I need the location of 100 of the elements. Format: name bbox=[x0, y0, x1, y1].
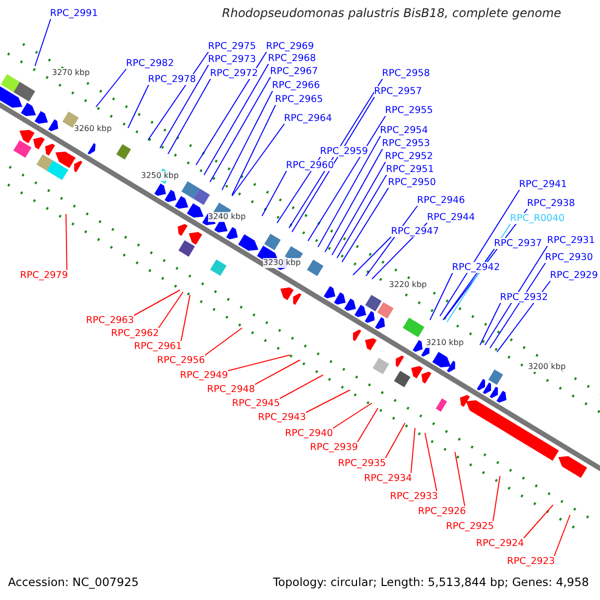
gene-label: RPC_2991 bbox=[50, 8, 98, 19]
leader-line bbox=[484, 244, 548, 346]
gene-label: RPC_2972 bbox=[210, 68, 258, 79]
leader-line bbox=[356, 408, 378, 444]
gene-label: RPC_2942 bbox=[452, 262, 500, 273]
leader-line bbox=[180, 294, 190, 342]
gene-label: RPC_2926 bbox=[418, 506, 466, 517]
leader-line bbox=[384, 422, 406, 460]
gene-label: RPC_2962 bbox=[111, 328, 159, 339]
gene-label: RPC_2950 bbox=[388, 177, 436, 188]
gene-label: RPC_2959 bbox=[320, 146, 368, 157]
gene-label: RPC_2955 bbox=[385, 105, 433, 116]
leader-line bbox=[553, 514, 570, 558]
scale-label: 3260 kbp bbox=[74, 124, 112, 134]
gene-label: RPC_2923 bbox=[507, 556, 555, 567]
gene-label: RPC_2973 bbox=[208, 54, 256, 65]
gene-label: RPC_2932 bbox=[500, 292, 548, 303]
gene-label: RPC_2956 bbox=[157, 355, 205, 366]
leader-line bbox=[168, 78, 212, 154]
leader-line bbox=[253, 360, 300, 386]
gene-label: RPC_2933 bbox=[390, 491, 438, 502]
leader-line bbox=[232, 104, 276, 196]
gene-label: RPC_2968 bbox=[268, 53, 316, 64]
leader-line bbox=[157, 292, 184, 330]
leader-line bbox=[480, 302, 502, 346]
scale-label: 3240 kbp bbox=[208, 212, 246, 222]
gene-label: RPC_2949 bbox=[180, 370, 228, 381]
leader-line bbox=[278, 374, 324, 400]
scale-label: 3270 kbp bbox=[52, 68, 90, 78]
leader-line bbox=[204, 62, 270, 176]
leader-line bbox=[424, 432, 438, 492]
gene-label: RPC_2924 bbox=[476, 538, 524, 549]
leader-line bbox=[226, 354, 290, 372]
leader-line bbox=[132, 290, 180, 316]
leader-line bbox=[262, 170, 288, 216]
title: Rhodopseudomonas palustris BisB18, complete genome bbox=[222, 6, 562, 21]
footer-text: Topology: circular; Length: 5,513,844 bp; Genes: 4,958 bbox=[273, 575, 589, 589]
gene-label: RPC_2940 bbox=[285, 428, 333, 439]
gene-label: RPC_2967 bbox=[270, 66, 318, 77]
footer-text: Accession: NC_007925 bbox=[8, 575, 139, 589]
gene-label: RPC_2975 bbox=[208, 41, 256, 52]
gene-label: RPC_2948 bbox=[207, 384, 255, 395]
leader-line bbox=[148, 50, 210, 140]
gene-label: RPC_2938 bbox=[527, 198, 575, 209]
gene-label: RPC_2939 bbox=[310, 442, 358, 453]
gene-label: RPC_2945 bbox=[232, 398, 280, 409]
leader-line bbox=[292, 96, 376, 232]
gene-label: RPC_2947 bbox=[391, 226, 439, 237]
leader-line bbox=[308, 114, 386, 242]
leader-line bbox=[34, 18, 52, 66]
gene-label: RPC_2934 bbox=[364, 473, 412, 484]
gene-label: RPC_2964 bbox=[284, 113, 332, 124]
gene-label: RPC_2951 bbox=[386, 164, 434, 175]
leader-line bbox=[196, 50, 268, 166]
gene-label: RPC_2941 bbox=[519, 179, 567, 190]
gene-label: RPC_2952 bbox=[385, 151, 433, 162]
leader-line bbox=[440, 188, 520, 316]
leader-line bbox=[66, 214, 68, 272]
scale-label: 3220 kbp bbox=[389, 280, 427, 290]
leader-line bbox=[454, 452, 466, 508]
gene-label: RPC_R0040 bbox=[510, 213, 564, 224]
leader-line bbox=[222, 90, 274, 190]
scale-label: 3230 kbp bbox=[263, 258, 301, 268]
gene-label: RPC_2935 bbox=[338, 458, 386, 469]
gene-label: RPC_2937 bbox=[494, 238, 542, 249]
leader-line bbox=[336, 174, 388, 258]
gene-label: RPC_2944 bbox=[427, 212, 475, 223]
leader-line bbox=[410, 428, 416, 474]
gene-label: RPC_2931 bbox=[547, 235, 595, 246]
gene-label: RPC_2963 bbox=[86, 315, 134, 326]
gene-label: RPC_2982 bbox=[126, 58, 174, 69]
leader-line bbox=[210, 76, 272, 182]
gene-label: RPC_2978 bbox=[148, 74, 196, 85]
leader-line bbox=[318, 134, 382, 248]
leader-line bbox=[324, 148, 384, 252]
gene-label: RPC_2930 bbox=[545, 252, 593, 263]
leader-line bbox=[496, 280, 552, 352]
scale-label: 3210 kbp bbox=[426, 338, 464, 348]
gene-label: RPC_2966 bbox=[272, 80, 320, 91]
leader-line bbox=[160, 64, 210, 148]
scale-label: 3250 kbp bbox=[141, 171, 179, 181]
leader-line bbox=[304, 390, 350, 414]
leader-line bbox=[203, 328, 242, 356]
gene-label: RPC_2929 bbox=[550, 270, 598, 281]
leader-line bbox=[232, 122, 286, 196]
gene-label: RPC_2953 bbox=[382, 138, 430, 149]
gene-label: RPC_2969 bbox=[266, 41, 314, 52]
gene-label: RPC_2979 bbox=[20, 270, 68, 281]
gene-label: RPC_2925 bbox=[446, 521, 494, 532]
leader-line bbox=[128, 84, 150, 128]
leader-line bbox=[342, 186, 390, 262]
leader-line bbox=[96, 68, 128, 108]
gene-label: RPC_2957 bbox=[374, 86, 422, 97]
leader-line bbox=[332, 160, 386, 256]
gene-label: RPC_2958 bbox=[382, 68, 430, 79]
gene-label: RPC_2943 bbox=[258, 412, 306, 423]
gene-label: RPC_2965 bbox=[275, 94, 323, 105]
leader-line bbox=[522, 504, 554, 540]
leader-line bbox=[492, 476, 500, 522]
leader-line bbox=[331, 402, 372, 430]
